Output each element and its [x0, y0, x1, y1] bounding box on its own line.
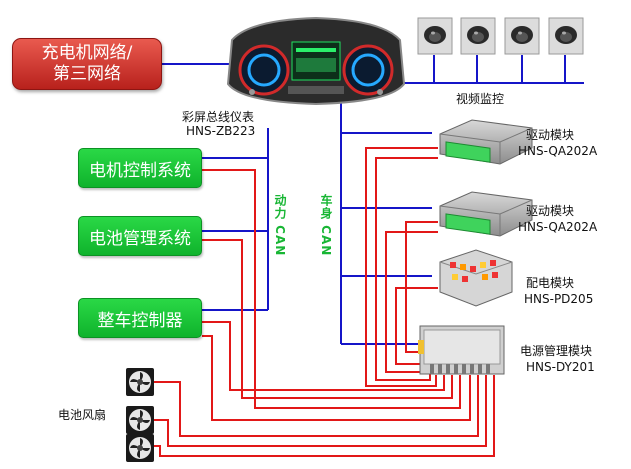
drive-module-1-model: HNS-QA202A: [518, 144, 598, 158]
charger-line2: 第三网络: [52, 64, 121, 84]
vehicle-controller-box: 整车控制器: [78, 298, 202, 338]
power-can-label: 动力 CAN: [273, 194, 287, 257]
dashboard-label: 彩屏总线仪表: [182, 110, 255, 124]
drive-module-2-model: HNS-QA202A: [518, 220, 598, 234]
battery-management-box: 电池管理系统: [78, 216, 202, 256]
charger-line1: 充电机网络/: [41, 43, 133, 63]
power-wires: [154, 147, 495, 457]
dashboard-model: HNS-ZB223: [186, 124, 256, 138]
camera-icon: [417, 17, 584, 55]
fan-icon: [126, 368, 154, 462]
video-monitor-label: 视频监控: [456, 92, 505, 106]
power-dist-name: 配电模块: [526, 276, 575, 290]
motor-control-box: 电机控制系统: [78, 148, 202, 188]
power-mgmt-module-icon: [418, 325, 505, 375]
battery-fan-label: 电池风扇: [58, 408, 107, 422]
charger-network-box: 充电机网络/ 第三网络: [12, 38, 162, 90]
drive-module-icon: [439, 119, 533, 237]
power-mgmt-model: HNS-DY201: [526, 360, 595, 374]
dashboard-icon: [226, 16, 406, 106]
power-dist-module-icon: [439, 249, 513, 307]
power-dist-model: HNS-PD205: [524, 292, 594, 306]
drive-module-1-name: 驱动模块: [526, 128, 575, 142]
body-can-label: 车身 CAN: [319, 194, 333, 257]
drive-module-2-name: 驱动模块: [526, 204, 575, 218]
power-mgmt-name: 电源管理模块: [520, 344, 593, 358]
